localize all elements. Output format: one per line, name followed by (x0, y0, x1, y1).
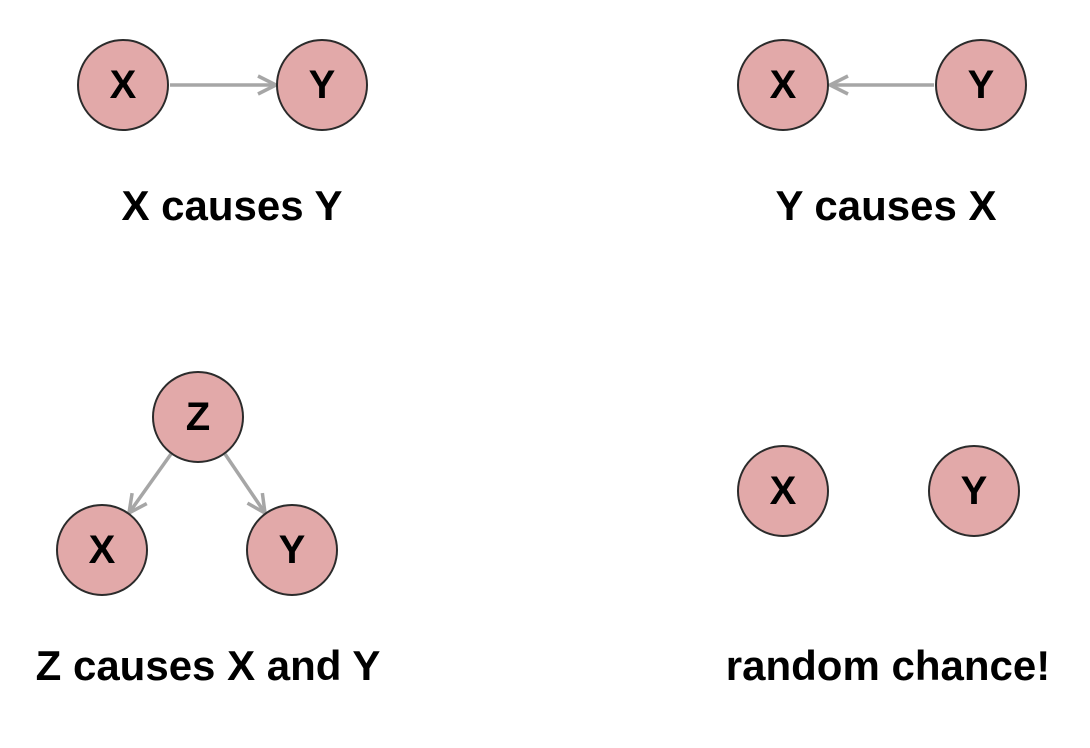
caption-z-causes-x-and-y: Z causes X and Y (35, 642, 381, 689)
node-y: Y (276, 39, 368, 131)
node-x: X (77, 39, 169, 131)
node-x: X (737, 39, 829, 131)
node-x: X (56, 504, 148, 596)
arrow-z-to-x (126, 452, 173, 517)
node-z: Z (152, 371, 244, 463)
caption-y-causes-x: Y causes X (775, 182, 997, 229)
node-y: Y (928, 445, 1020, 537)
node-x: X (737, 445, 829, 537)
node-y: Y (246, 504, 338, 596)
arrow-z-to-y (223, 453, 268, 517)
caption-random-chance: random chance! (725, 642, 1051, 689)
node-y: Y (935, 39, 1027, 131)
caption-x-causes-y: X causes Y (121, 182, 343, 229)
